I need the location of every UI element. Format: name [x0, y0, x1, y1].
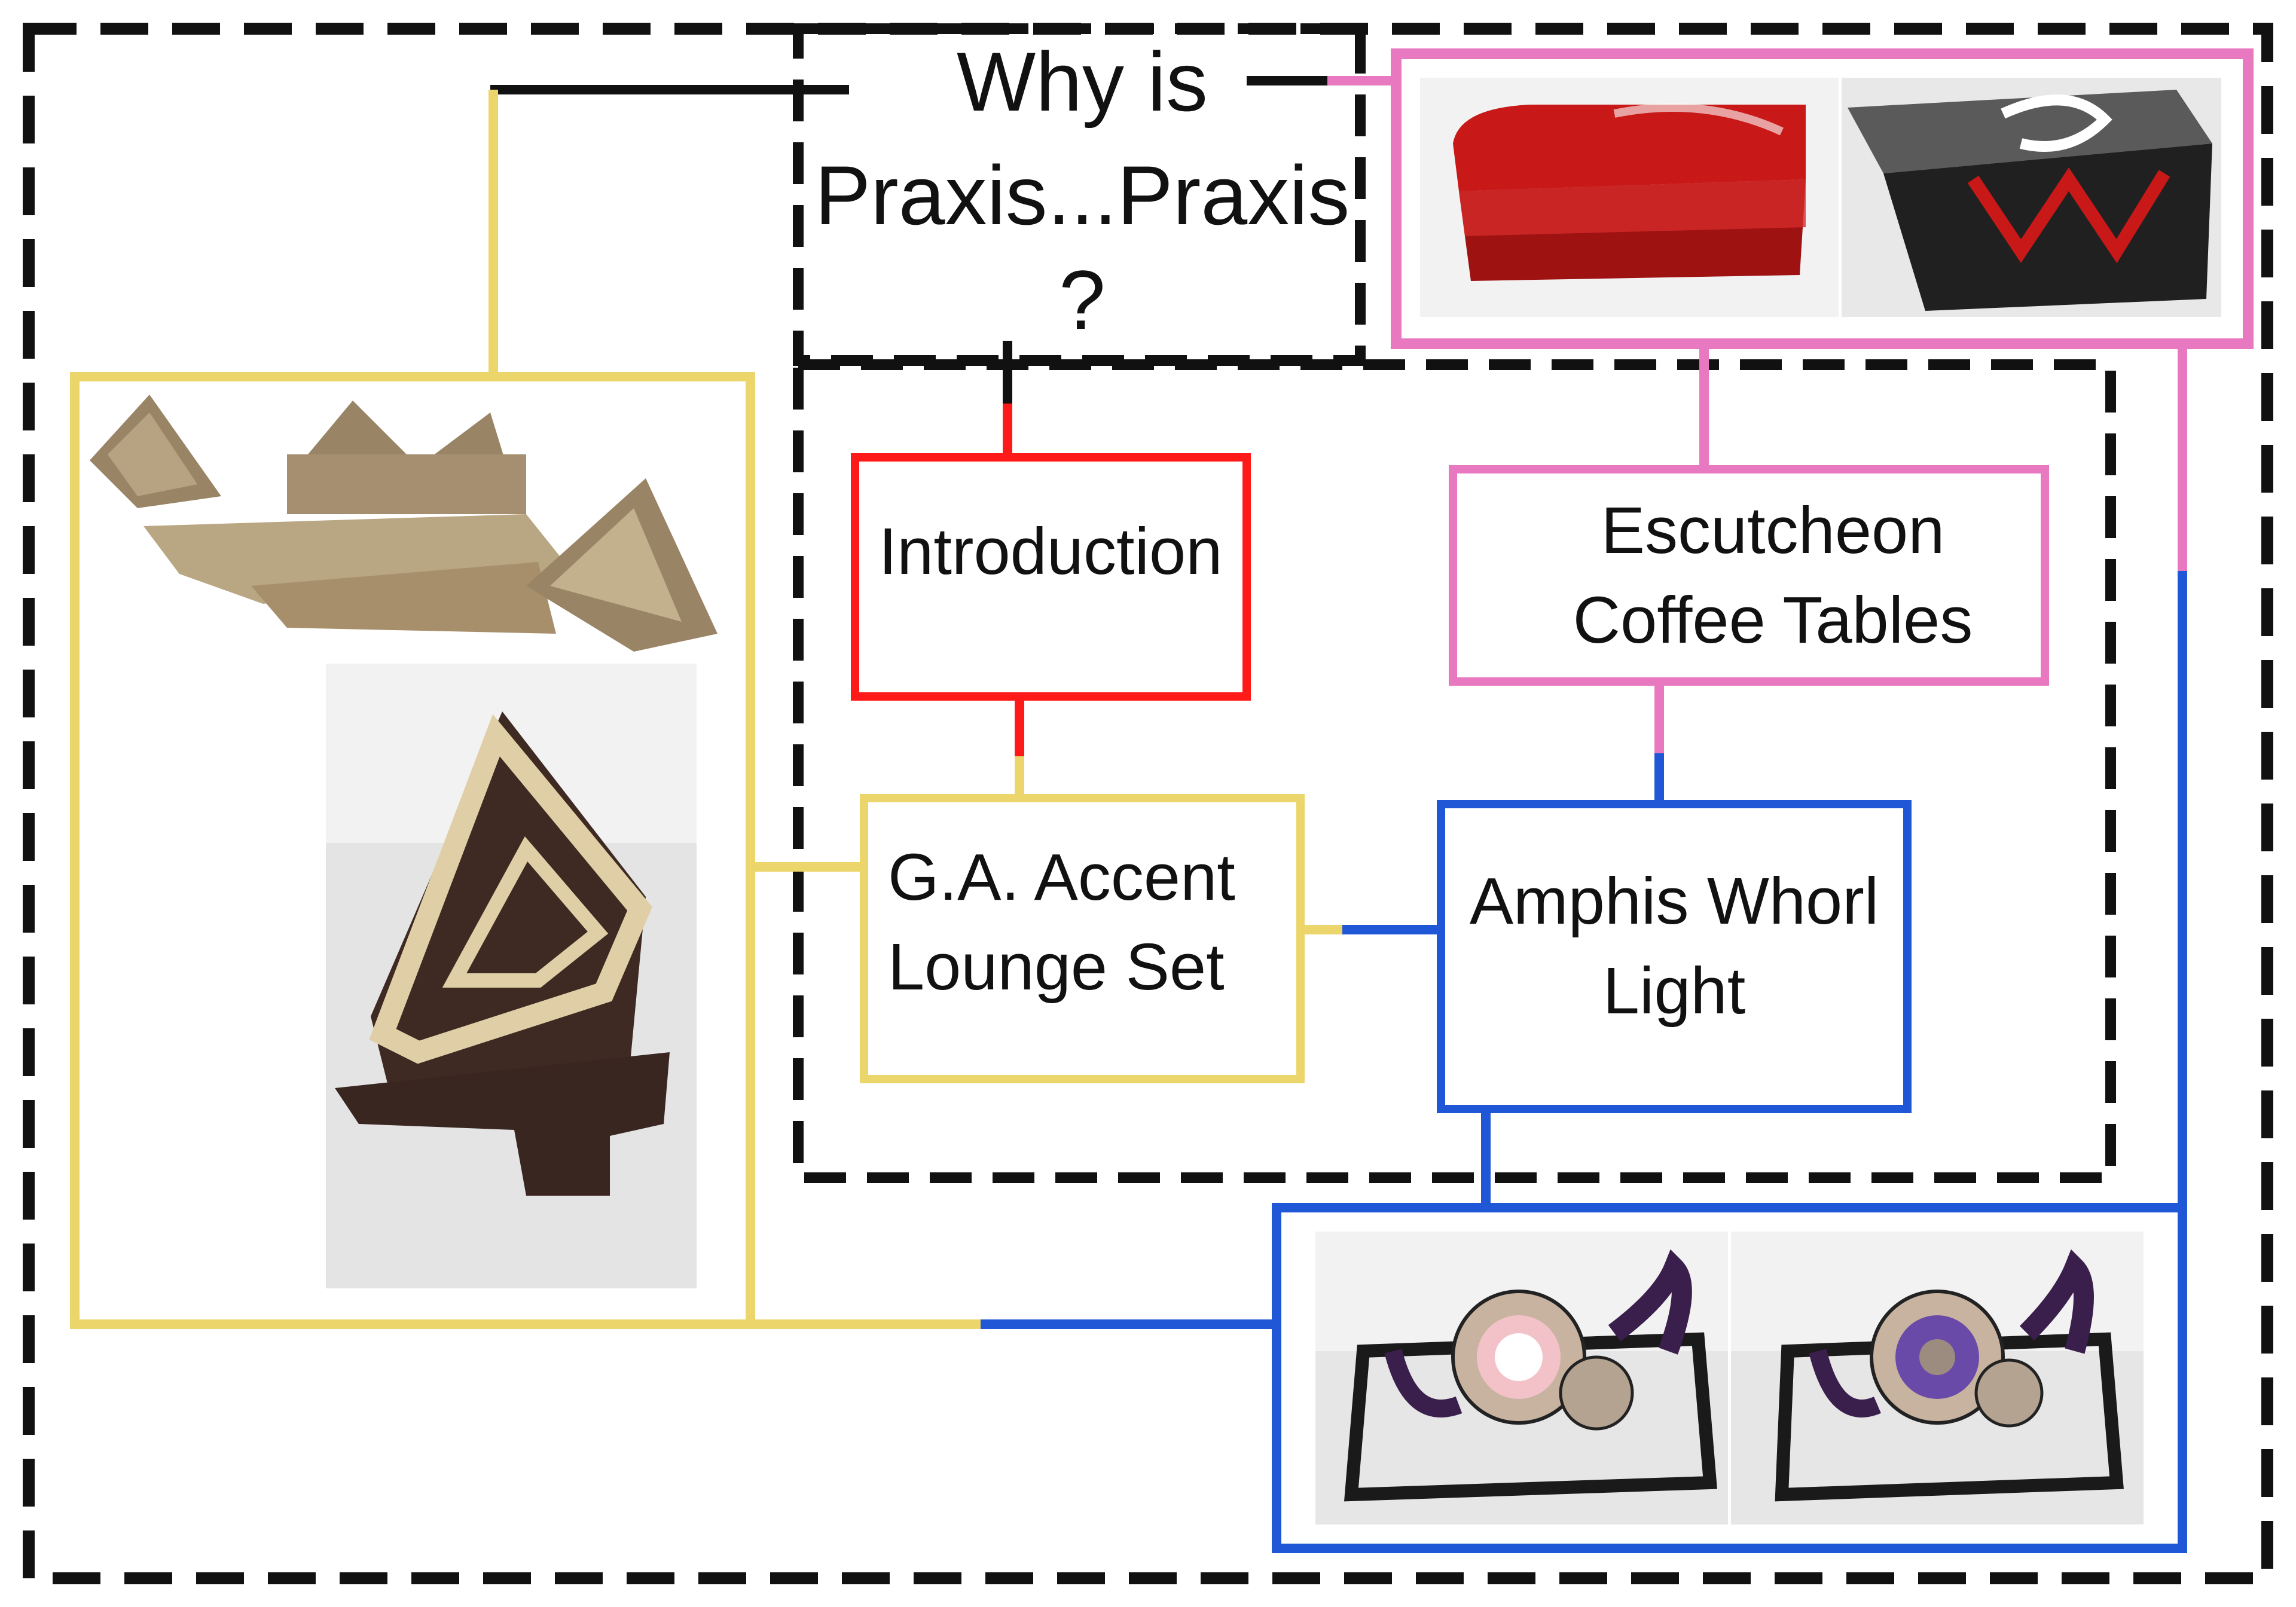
escutcheon-label-line-1: Escutcheon	[1601, 494, 1945, 567]
amphis-box	[1437, 800, 1912, 1113]
title-line-3: ?	[1059, 253, 1106, 347]
amphis-light-on-photo	[1315, 1232, 1728, 1524]
amphis-label-line-1: Amphis Whorl	[1470, 864, 1879, 938]
lounge-photo-image	[326, 664, 697, 1288]
title-dashed-frame	[793, 23, 1366, 366]
lounge-render-image	[90, 395, 718, 652]
title-line-1: Why is	[957, 35, 1208, 129]
ga-accent-label-line-2: Lounge Set	[888, 930, 1225, 1004]
introduction-box	[851, 453, 1251, 701]
escutcheon-red-table-photo	[1420, 78, 1839, 317]
introduction-label: Introduction	[879, 515, 1223, 588]
ga-accent-box	[860, 794, 1305, 1083]
amphis-label-line-2: Light	[1603, 954, 1746, 1028]
escutcheon-black-table-photo	[1842, 78, 2221, 317]
ga-accent-label-line-1: G.A. Accent	[888, 841, 1235, 914]
inner-dashed-frame	[793, 359, 2116, 1183]
escutcheon-label-line-2: Coffee Tables	[1573, 583, 1973, 657]
title-line-2: Praxis...Praxis	[815, 148, 1350, 242]
escutcheon-box	[1449, 465, 2049, 686]
amphis-light-off-photo	[1731, 1232, 2144, 1524]
